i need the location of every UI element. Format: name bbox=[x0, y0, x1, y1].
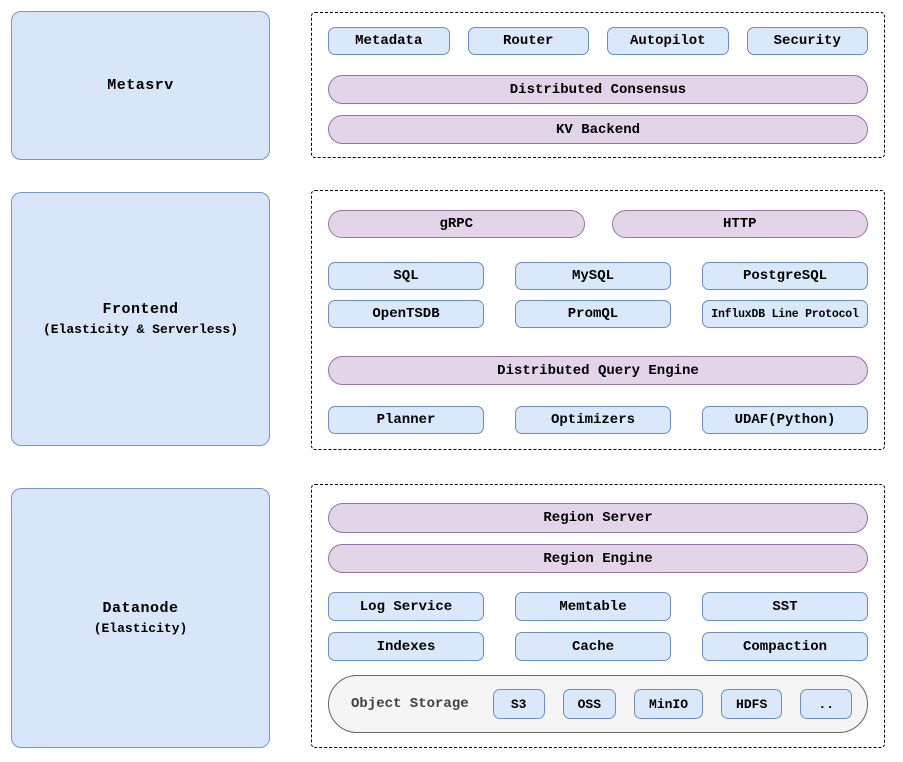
memtable-box: Memtable bbox=[515, 592, 671, 621]
influxdb-line-protocol-box: InfluxDB Line Protocol bbox=[702, 300, 868, 328]
http-pill: HTTP bbox=[611, 210, 868, 238]
mysql-box: MySQL bbox=[515, 262, 671, 290]
protocols-row-1: SQL MySQL PostgreSQL bbox=[328, 262, 868, 290]
datanode-node: Datanode (Elasticity) bbox=[11, 488, 270, 748]
object-storage-backends: S3 OSS MinIO HDFS .. bbox=[492, 689, 853, 719]
object-storage-label: Object Storage bbox=[351, 696, 469, 712]
etc-box: .. bbox=[800, 689, 853, 719]
kv-backend-pill: KV Backend bbox=[328, 115, 868, 144]
sql-box: SQL bbox=[328, 262, 484, 290]
metasrv-title: Metasrv bbox=[107, 77, 174, 94]
postgresql-box: PostgreSQL bbox=[702, 262, 868, 290]
router-box: Router bbox=[467, 27, 589, 55]
grpc-pill: gRPC bbox=[328, 210, 585, 238]
datanode-subtitle: (Elasticity) bbox=[93, 621, 188, 636]
hdfs-box: HDFS bbox=[721, 689, 783, 719]
object-storage-panel: Object Storage S3 OSS MinIO HDFS .. bbox=[328, 675, 868, 733]
storage-row-1: Log Service Memtable SST bbox=[328, 592, 868, 621]
compaction-box: Compaction bbox=[702, 632, 868, 661]
query-engine-parts-row: Planner Optimizers UDAF(Python) bbox=[328, 406, 868, 434]
rpc-row: gRPC HTTP bbox=[328, 210, 868, 238]
opentsdb-box: OpenTSDB bbox=[328, 300, 484, 328]
frontend-subtitle: (Elasticity & Serverless) bbox=[42, 322, 239, 337]
frontend-title: Frontend bbox=[102, 301, 179, 318]
datanode-title: Datanode bbox=[102, 600, 179, 617]
planner-box: Planner bbox=[328, 406, 484, 434]
indexes-box: Indexes bbox=[328, 632, 484, 661]
region-engine-pill: Region Engine bbox=[328, 544, 868, 573]
protocols-row-2: OpenTSDB PromQL InfluxDB Line Protocol bbox=[328, 300, 868, 328]
sst-box: SST bbox=[702, 592, 868, 621]
security-box: Security bbox=[746, 27, 868, 55]
distributed-consensus-pill: Distributed Consensus bbox=[328, 75, 868, 104]
frontend-panel: gRPC HTTP SQL MySQL PostgreSQL OpenTSDB … bbox=[311, 190, 885, 450]
datanode-panel: Region Server Region Engine Log Service … bbox=[311, 484, 885, 748]
autopilot-box: Autopilot bbox=[607, 27, 729, 55]
metasrv-node: Metasrv bbox=[11, 11, 270, 160]
frontend-node: Frontend (Elasticity & Serverless) bbox=[11, 192, 270, 446]
minio-box: MinIO bbox=[634, 689, 704, 719]
distributed-query-engine-pill: Distributed Query Engine bbox=[328, 356, 868, 385]
cache-box: Cache bbox=[515, 632, 671, 661]
promql-box: PromQL bbox=[515, 300, 671, 328]
s3-box: S3 bbox=[492, 689, 545, 719]
metasrv-panel: Metadata Router Autopilot Security Distr… bbox=[311, 12, 885, 158]
optimizers-box: Optimizers bbox=[515, 406, 671, 434]
region-server-pill: Region Server bbox=[328, 503, 868, 533]
udaf-python-box: UDAF(Python) bbox=[702, 406, 868, 434]
metasrv-modules-row: Metadata Router Autopilot Security bbox=[328, 27, 868, 55]
metadata-box: Metadata bbox=[328, 27, 450, 55]
oss-box: OSS bbox=[562, 689, 617, 719]
storage-row-2: Indexes Cache Compaction bbox=[328, 632, 868, 661]
log-service-box: Log Service bbox=[328, 592, 484, 621]
